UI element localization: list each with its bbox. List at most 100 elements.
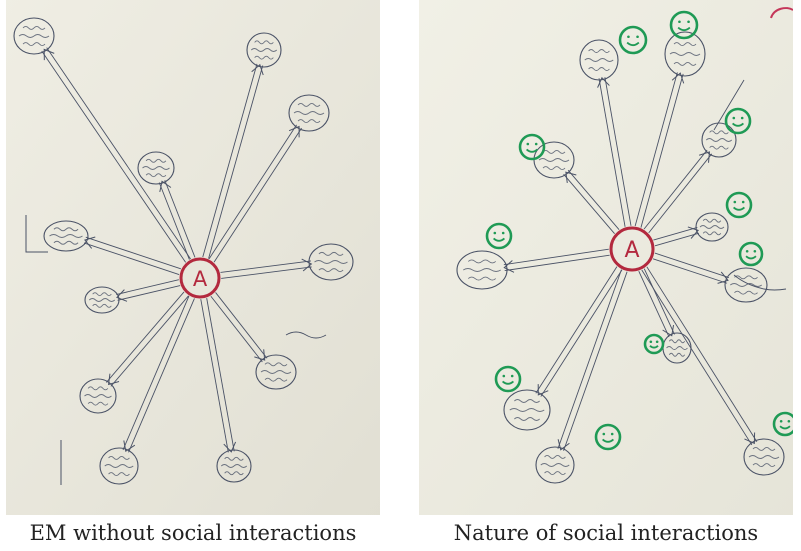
handwriting-scribble	[584, 58, 614, 62]
spoke-line	[46, 47, 191, 260]
smiley-eye	[655, 340, 659, 344]
spoke-line	[503, 248, 609, 266]
spoke-line	[643, 149, 708, 230]
arrow-head	[301, 258, 313, 272]
handwriting-scribble	[699, 225, 725, 229]
smiley-icon	[643, 333, 665, 355]
spoke-line	[206, 298, 235, 452]
handwriting-scribble	[22, 25, 46, 30]
handwriting-scribble	[668, 352, 686, 357]
smiley-icon	[594, 423, 622, 451]
spoke-line	[208, 124, 297, 260]
spoke-line	[105, 291, 185, 383]
node-circle	[246, 32, 282, 68]
smiley-icon	[518, 133, 546, 161]
spoke-line	[85, 236, 182, 270]
spoke-line	[654, 252, 730, 278]
arrow-head	[565, 171, 577, 183]
handwriting-scribble	[733, 274, 787, 291]
handwriting-scribble	[729, 283, 763, 287]
node-circle	[743, 438, 785, 476]
handwriting-scribble	[285, 331, 327, 339]
smiley-mouth	[493, 237, 505, 242]
handwriting-scribble	[53, 240, 79, 245]
arrow-head	[537, 384, 549, 396]
handwriting-scribble	[254, 55, 274, 60]
spoke-line	[200, 299, 229, 453]
handwriting-scribble	[538, 158, 570, 162]
smiley-mouth	[733, 206, 745, 211]
spoke-line	[208, 65, 264, 259]
handwriting-scribble	[142, 166, 170, 170]
arrow-head	[557, 439, 570, 451]
spoke-line	[210, 295, 263, 363]
handwriting-scribble	[145, 158, 167, 163]
right-center-node: A	[609, 226, 655, 272]
spoke-line	[640, 73, 684, 228]
left-center-node: A	[179, 257, 221, 299]
arrow-head	[597, 76, 610, 88]
arrow-head	[159, 180, 172, 193]
spoke-line	[638, 270, 670, 338]
handwriting-scribble	[250, 48, 278, 52]
handwriting-scribble	[224, 471, 244, 476]
smiley-mouth	[526, 148, 538, 153]
handwriting-scribble	[514, 417, 540, 421]
spoke-line	[504, 254, 610, 272]
handwriting-scribble	[318, 251, 344, 256]
arrow-head	[744, 432, 756, 445]
handwriting-scribble	[709, 145, 729, 150]
handwriting-scribble	[668, 339, 686, 344]
arrow-head	[503, 260, 515, 273]
handwriting-scribble	[297, 102, 321, 107]
arrow-head	[288, 125, 300, 138]
node-circle	[535, 446, 575, 484]
handwriting-scribble	[467, 276, 497, 281]
spoke-line	[202, 63, 258, 258]
smiley-mouth	[602, 438, 614, 443]
arrow-head	[662, 324, 675, 337]
handwriting-scribble	[145, 173, 167, 178]
spoke-line	[598, 78, 626, 227]
handwriting-scribble	[104, 464, 134, 468]
handwriting-scribble	[22, 42, 46, 47]
handwriting-scribble	[673, 42, 697, 47]
spoke-line	[654, 232, 700, 247]
handwriting-scribble	[254, 40, 274, 45]
node-circle	[99, 447, 139, 485]
node-circle	[456, 250, 508, 290]
smiley-eye	[753, 249, 757, 253]
handwriting-scribble	[264, 362, 288, 367]
smiley-mouth	[626, 41, 640, 47]
arrow-head	[123, 440, 136, 452]
spoke-line	[634, 72, 678, 227]
arrow-head	[43, 48, 55, 61]
smiley-eye	[740, 116, 744, 120]
handwriting-scribble	[669, 52, 701, 56]
handwriting-scribble	[293, 111, 325, 115]
right-smileys	[485, 10, 793, 451]
handwriting-scribble	[702, 231, 722, 236]
right-hand-drawn-map: A	[419, 0, 793, 515]
arrow-head	[687, 226, 699, 239]
handwriting-scribble	[108, 472, 130, 477]
smiley-eye	[678, 20, 681, 24]
spoke-line	[557, 269, 622, 449]
node-circle	[288, 94, 330, 132]
right-nodes	[456, 31, 787, 484]
handwriting-scribble	[542, 149, 566, 154]
spoke-line	[604, 77, 632, 226]
node-circle	[79, 378, 117, 414]
handwriting-scribble	[709, 130, 729, 135]
handwriting-scribble	[748, 455, 780, 459]
smiley-eye	[745, 249, 749, 253]
handwriting-scribble	[588, 67, 610, 71]
handwriting-scribble	[734, 290, 758, 295]
smiley-icon	[618, 25, 648, 55]
smiley-eye	[687, 20, 690, 24]
handwriting-scribble	[53, 227, 79, 232]
spoke-line	[110, 295, 189, 387]
node-circle	[43, 220, 89, 252]
handwriting-scribble	[752, 463, 776, 468]
smiley-eye	[501, 231, 505, 235]
